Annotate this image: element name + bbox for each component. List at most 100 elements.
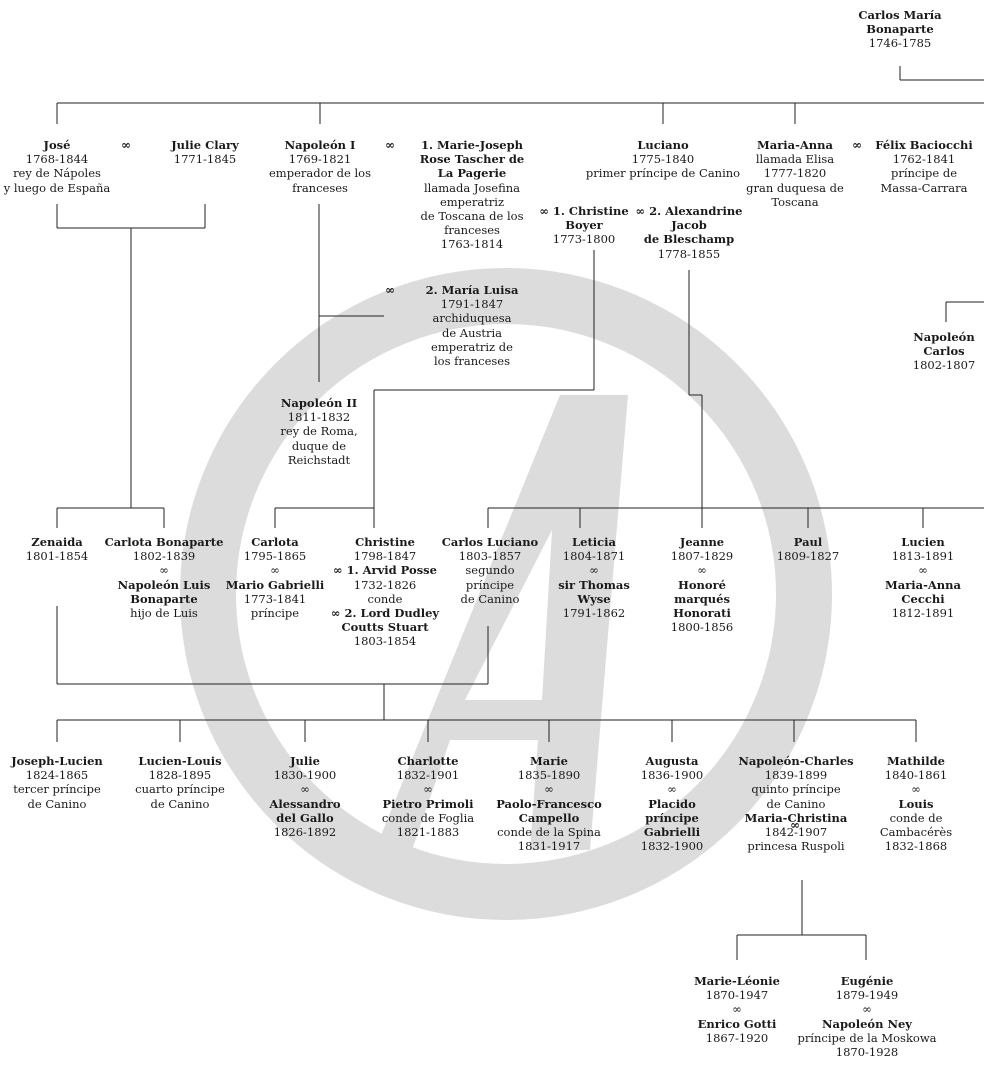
person-dates: 1791-1847: [440, 297, 504, 312]
spouse-dates: 1832-1868: [884, 839, 948, 854]
spouse-dates: 1831-1917: [517, 839, 581, 854]
person-dates: 1802-1807: [912, 358, 976, 373]
person-napoleon-i: Napoleón I 1769-1821 emperador de los fr…: [260, 138, 380, 195]
person-name: Lucien: [901, 535, 945, 549]
spouse-name: Wyse: [577, 591, 611, 606]
person-christine-boyer: ∞ 1. Christine Boyer 1773-1800: [534, 204, 634, 247]
person-title: de Austria: [441, 325, 503, 340]
person-luciano: Luciano 1775-1840 primer príncipe de Can…: [573, 138, 753, 181]
person-dates: 1778-1855: [657, 246, 721, 261]
person-name: Maria-Anna: [757, 138, 833, 152]
person-name: Zenaida: [31, 535, 83, 549]
person-name: Luciano: [637, 138, 689, 152]
spouse-dates: 1791-1862: [562, 606, 626, 621]
person-dates: 1811-1832: [287, 410, 351, 425]
person-name: José: [43, 138, 71, 152]
spouse-title: conde: [367, 591, 403, 606]
spouse-dates: 1867-1920: [705, 1030, 769, 1045]
spouse-dates: 1826-1892: [273, 825, 337, 840]
spouse-title: conde de: [889, 810, 943, 825]
person-dates: 1777-1820: [763, 166, 827, 181]
person-name: Mathilde: [887, 754, 945, 768]
person-title: llamada Elisa: [755, 152, 835, 167]
person-title: príncipe de: [890, 166, 958, 181]
person-marie-leonie: Marie-Léonie 1870-1947 ∞ Enrico Gotti 18…: [682, 974, 792, 1045]
spouse-name: Maria-Christina: [744, 810, 848, 825]
person-name: Julie Clary: [171, 138, 239, 152]
person-title: de Canino: [27, 796, 87, 811]
person-dates: 1798-1847: [353, 549, 417, 564]
marriage-symbol: ∞: [121, 138, 131, 152]
person-name: Napoleón II: [280, 396, 358, 410]
person-dates: 1836-1900: [640, 768, 704, 783]
person-jeanne: Jeanne 1807-1829 ∞ Honoré marqués Honora…: [652, 535, 752, 634]
person-name: Charlotte: [397, 754, 459, 768]
person-name: Bonaparte: [866, 22, 934, 37]
person-title: archiduquesa: [432, 311, 512, 326]
person-zenaida: Zenaida 1801-1854: [7, 535, 107, 563]
person-title: quinto príncipe: [751, 782, 841, 797]
person-title: duque de: [291, 438, 347, 453]
person-dates: 1804-1871: [562, 549, 626, 564]
person-dates: 1795-1865: [243, 549, 307, 564]
person-dates: 1771-1845: [173, 152, 237, 167]
person-title: príncipe: [465, 577, 515, 592]
spouse-dates: 1842-1907: [764, 825, 828, 840]
person-title: de Canino: [150, 796, 210, 811]
marriage-symbol: ∞: [270, 563, 280, 578]
person-title: llamada Josefina: [423, 180, 521, 195]
spouse-name: Campello: [518, 810, 580, 825]
marriage-symbol: ∞: [385, 283, 395, 297]
person-dates: 1807-1829: [670, 549, 734, 564]
person-title: Toscana: [771, 194, 819, 209]
person-mathilde: Mathilde 1840-1861 ∞ Louis conde de Camb…: [866, 754, 966, 853]
person-dates: 1769-1821: [288, 152, 352, 167]
person-dates: 1809-1827: [776, 549, 840, 564]
person-name: ∞ 1. Christine: [539, 204, 629, 218]
person-name: Carlos Luciano: [441, 535, 539, 549]
person-alexandrine-jacob: ∞ 2. Alexandrine Jacob de Bleschamp 1778…: [632, 204, 746, 261]
marriage-symbol: ∞: [862, 1002, 872, 1017]
person-carlota: Carlota 1795-1865 ∞ Mario Gabrielli 1773…: [225, 535, 325, 620]
person-name: de Bleschamp: [643, 232, 735, 247]
person-carlos-maria-bonaparte: Carlos María Bonaparte 1746-1785: [840, 8, 960, 51]
person-napoleon-charles: Napoleón-Charles 1839-1899 quinto prínci…: [734, 754, 858, 853]
spouse-name: Alessandro: [269, 796, 341, 811]
person-name: Carlos: [923, 344, 965, 359]
person-josefina: 1. Marie-Joseph Rose Tascher de La Pager…: [410, 138, 534, 252]
spouse-dates: 1732-1826: [353, 577, 417, 592]
person-christine: Christine 1798-1847 ∞ 1. Arvid Posse 173…: [324, 535, 446, 649]
marriage-symbol: ∞: [159, 563, 169, 578]
person-name: Paul: [793, 535, 823, 549]
person-title: rey de Nápoles: [13, 166, 101, 181]
spouse-title: Cambacérès: [879, 825, 953, 840]
person-title: emperatriz de: [431, 339, 513, 354]
spouse-name: Maria-Anna: [885, 577, 961, 592]
person-title: segundo: [465, 563, 515, 578]
person-paul: Paul 1809-1827: [758, 535, 858, 563]
spouse-name: Napoleón Ney: [822, 1016, 912, 1031]
spouse-title: príncipe: [250, 606, 300, 621]
person-lucien-louis: Lucien-Louis 1828-1895 cuarto príncipe d…: [125, 754, 235, 811]
person-name: Napoleón-Charles: [738, 754, 854, 768]
person-maria-anna: Maria-Anna llamada Elisa 1777-1820 gran …: [740, 138, 850, 209]
person-dates: 1775-1840: [631, 152, 695, 167]
person-name: Carlota Bonaparte: [104, 535, 224, 549]
person-dates: 1839-1899: [764, 768, 828, 783]
marriage-symbol: ∞: [732, 1002, 742, 1017]
spouse-name: Honorati: [673, 606, 731, 621]
person-title: Reichstadt: [287, 452, 351, 467]
marriage-symbol: ∞: [918, 563, 928, 578]
spouse-name: ∞ 2. Lord Dudley: [330, 606, 440, 621]
person-name: Félix Baciocchi: [875, 138, 973, 152]
person-title: tercer príncipe: [13, 782, 101, 797]
marriage-symbol: ∞: [385, 138, 395, 152]
person-name: Marie: [530, 754, 568, 768]
person-name: Jeanne: [679, 535, 725, 549]
person-jose: José 1768-1844 rey de Nápoles y luego de…: [0, 138, 117, 195]
spouse-title: conde de Foglia: [381, 810, 475, 825]
person-dates: 1762-1841: [892, 152, 956, 167]
spouse-title: princesa Ruspoli: [747, 839, 845, 854]
